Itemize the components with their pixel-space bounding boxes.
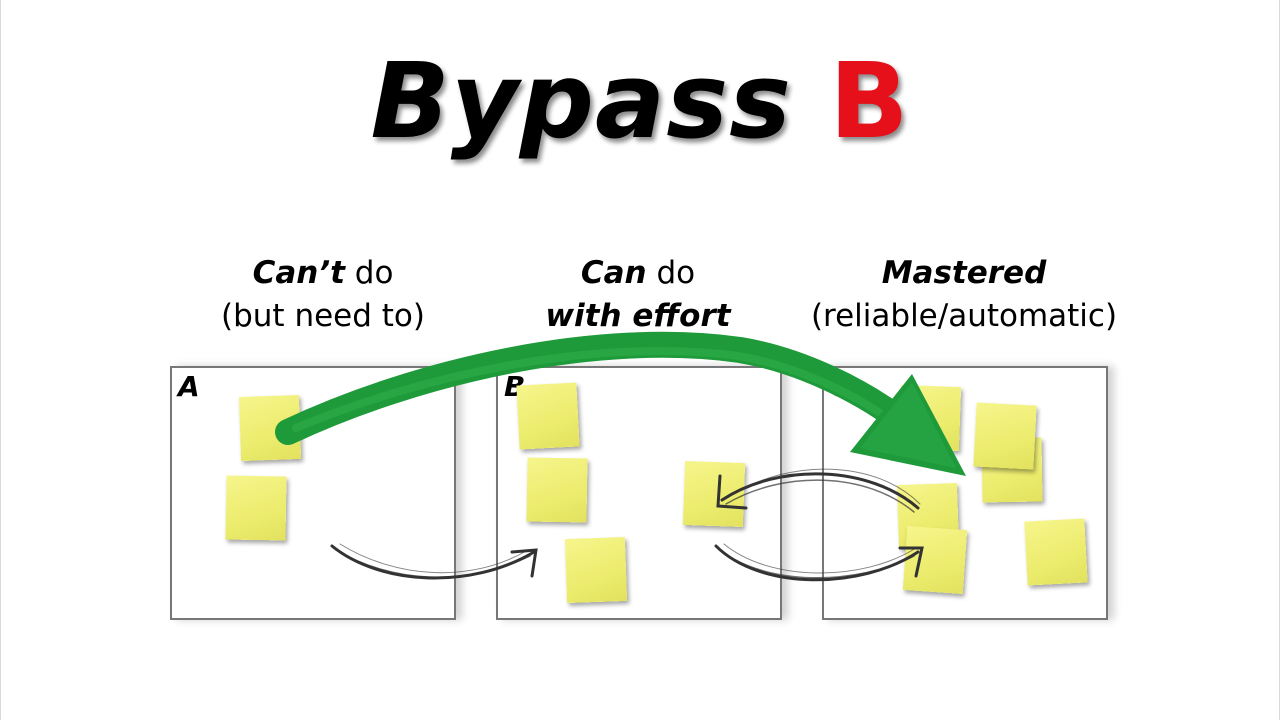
- column-c-sub: (reliable/automatic): [810, 298, 1118, 334]
- title-main: Bypass: [370, 40, 792, 162]
- column-head-a: Can’t do (but need to): [163, 252, 483, 338]
- sketch-arrow-icon: [714, 543, 924, 582]
- column-b-head-rest: do: [646, 255, 696, 291]
- sketch-arrow-icon: [716, 468, 921, 513]
- slide-edge-left: [0, 0, 1, 720]
- box-a-letter: A: [178, 370, 200, 403]
- column-b-sub: with effort: [545, 298, 731, 334]
- column-head-c: Mastered (reliable/automatic): [804, 252, 1124, 338]
- column-a-head-bold: Can’t: [252, 255, 345, 291]
- green-bypass-arrow-icon: [275, 331, 966, 476]
- title-accent: B: [829, 40, 910, 162]
- column-c-head-bold: Mastered: [881, 255, 1047, 291]
- sketch-arrow-icon: [330, 543, 538, 580]
- column-b-head-bold: Can: [580, 255, 647, 291]
- column-a-sub: (but need to): [221, 298, 425, 334]
- column-a-head-rest: do: [344, 255, 394, 291]
- slide-title: Bypass B: [0, 40, 1280, 162]
- column-head-b: Can do with effort: [478, 252, 798, 338]
